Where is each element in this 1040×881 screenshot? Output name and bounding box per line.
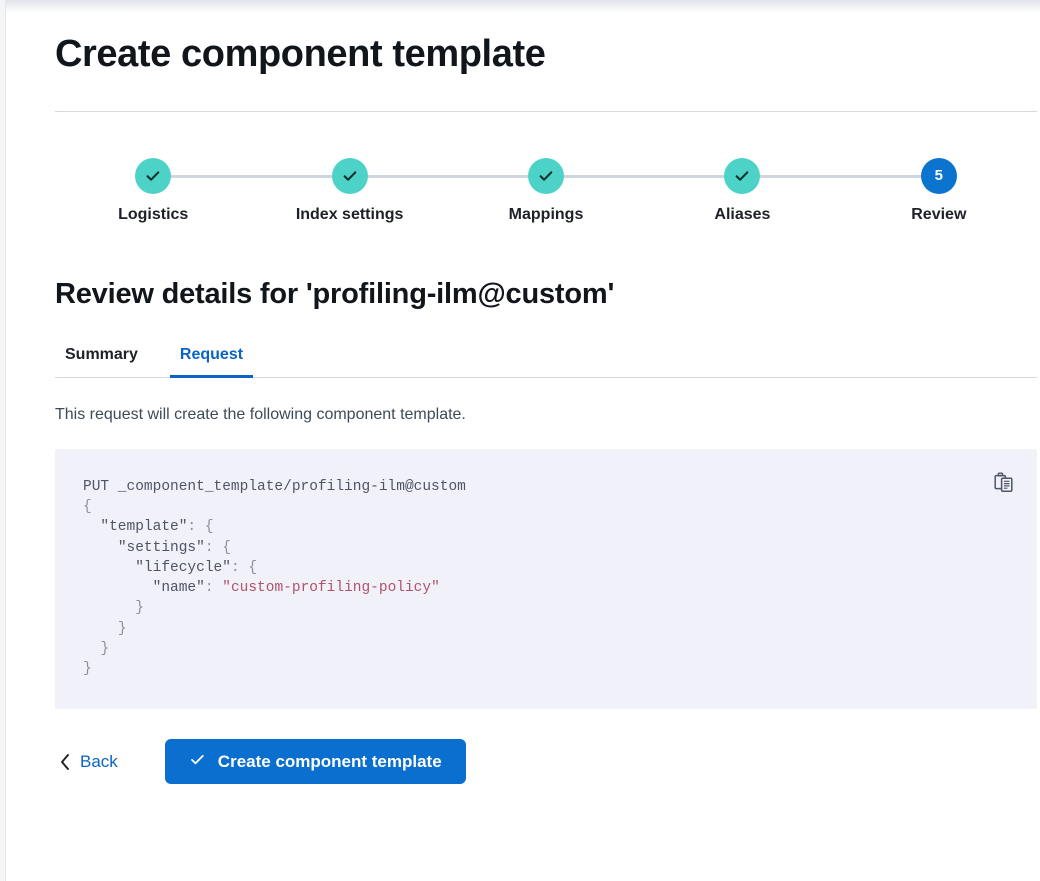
stepper-step-aliases[interactable]: Aliases xyxy=(644,157,840,224)
create-component-template-label: Create component template xyxy=(217,751,442,771)
step-label: Review xyxy=(911,205,967,223)
step-circle-complete xyxy=(331,157,368,194)
tab-request[interactable]: Request xyxy=(169,340,254,378)
copy-clipboard-icon-button[interactable] xyxy=(989,469,1019,499)
check-icon xyxy=(189,751,206,773)
request-method-line: PUT _component_template/profiling-ilm@cu… xyxy=(83,479,466,496)
back-button-label: Back xyxy=(80,751,118,771)
json-key-settings: "settings" xyxy=(117,539,205,556)
copy-clipboard-icon xyxy=(994,472,1014,496)
step-circle-complete xyxy=(528,157,565,194)
stepper-steps: Logistics Index settings xyxy=(55,157,1037,224)
json-value-policy-name: "custom-profiling-policy" xyxy=(222,580,440,597)
request-code-block: PUT _component_template/profiling-ilm@cu… xyxy=(83,479,466,677)
wizard-actions: Back Create component template xyxy=(55,739,1016,785)
json-key-lifecycle: "lifecycle" xyxy=(135,559,231,576)
review-heading: Review details for 'profiling-ilm@custom… xyxy=(55,277,615,310)
page-title: Create component template xyxy=(55,33,546,75)
step-label: Index settings xyxy=(295,205,404,223)
create-component-template-button[interactable]: Create component template xyxy=(164,739,466,785)
step-circle-complete xyxy=(135,157,172,194)
step-label: Mappings xyxy=(508,205,584,223)
wizard-stepper: Logistics Index settings xyxy=(55,157,1037,234)
stepper-step-review[interactable]: 5 Review xyxy=(841,157,1037,224)
json-key-template: "template" xyxy=(100,519,188,536)
chevron-left-icon xyxy=(59,753,71,771)
title-divider xyxy=(55,110,1037,112)
page-content: Create component template Logistics xyxy=(7,0,1040,881)
request-code-panel: PUT _component_template/profiling-ilm@cu… xyxy=(55,449,1037,710)
tab-summary[interactable]: Summary xyxy=(55,340,148,377)
stepper-step-index-settings[interactable]: Index settings xyxy=(251,157,447,224)
step-circle-complete xyxy=(724,157,761,194)
request-description: This request will create the following c… xyxy=(55,405,466,423)
step-label: Aliases xyxy=(714,205,771,223)
window-left-gutter xyxy=(0,0,6,881)
back-button[interactable]: Back xyxy=(55,746,122,778)
stepper-step-logistics[interactable]: Logistics xyxy=(55,157,251,224)
stepper-step-mappings[interactable]: Mappings xyxy=(448,157,644,224)
json-key-name: "name" xyxy=(152,580,205,597)
step-circle-current: 5 xyxy=(920,157,957,194)
review-tabs: Summary Request xyxy=(55,340,1037,378)
step-label: Logistics xyxy=(118,205,189,223)
